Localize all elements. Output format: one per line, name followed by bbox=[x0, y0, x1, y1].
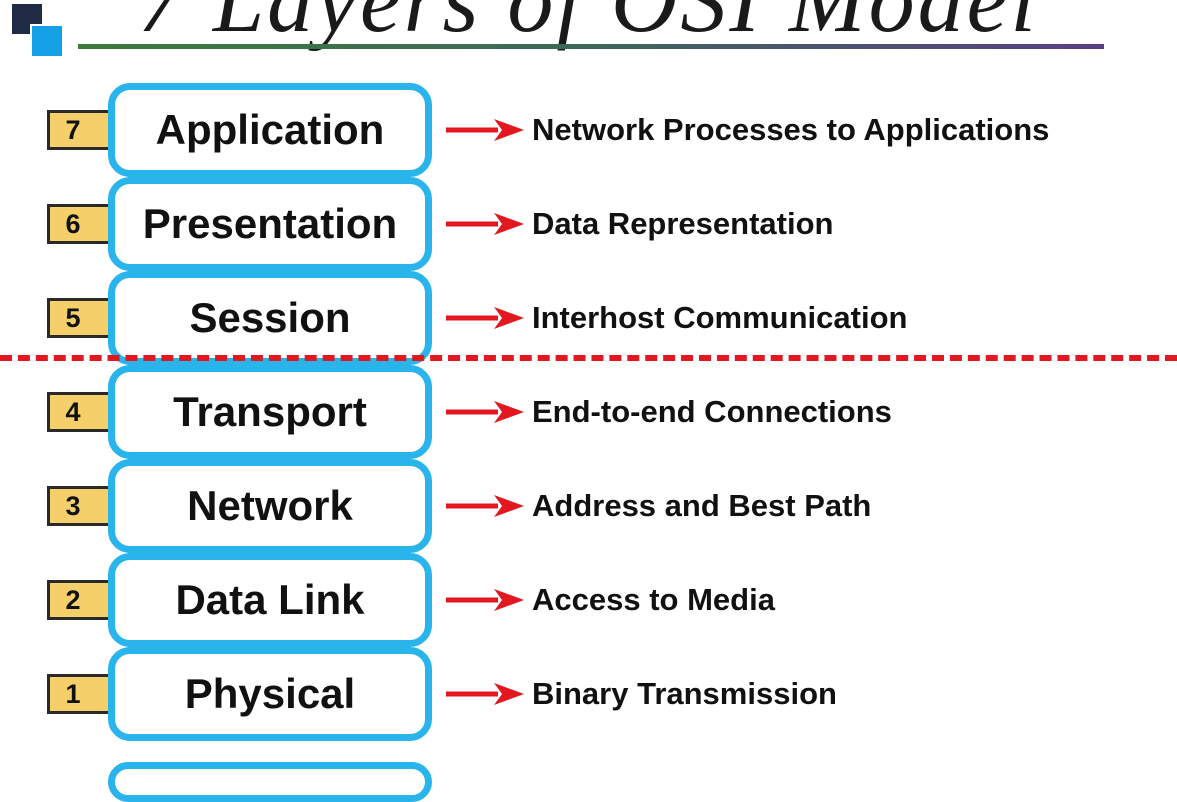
layer-row-session: 5 Session Interhost Communication bbox=[0, 271, 1177, 365]
arrow-right-icon bbox=[446, 495, 524, 517]
logo-light-square bbox=[30, 24, 64, 58]
arrow-right-icon bbox=[446, 119, 524, 141]
layer-row-physical: 1 Physical Binary Transmission bbox=[0, 647, 1177, 741]
layer-description: Binary Transmission bbox=[532, 676, 837, 711]
layer-row-application: 7 Application Network Processes to Appli… bbox=[0, 83, 1177, 177]
layer-description: Address and Best Path bbox=[532, 488, 872, 523]
layer-box-presentation: Presentation bbox=[108, 177, 432, 271]
layer-description: Interhost Communication bbox=[532, 300, 908, 335]
osi-layer-stack: 7 Application Network Processes to Appli… bbox=[0, 83, 1177, 773]
title-underline bbox=[78, 44, 1104, 49]
arrow-right-icon bbox=[446, 307, 524, 329]
layer-description: Network Processes to Applications bbox=[532, 112, 1050, 147]
layer-row-data-link: 2 Data Link Access to Media bbox=[0, 553, 1177, 647]
layer-box-network: Network bbox=[108, 459, 432, 553]
upper-lower-layers-divider bbox=[0, 355, 1177, 361]
layer-number-badge: 6 bbox=[47, 204, 119, 244]
layer-description: Data Representation bbox=[532, 206, 834, 241]
layer-row-presentation: 6 Presentation Data Representation bbox=[0, 177, 1177, 271]
layer-number-badge: 4 bbox=[47, 392, 119, 432]
layer-description: End-to-end Connections bbox=[532, 394, 892, 429]
layer-box-physical: Physical bbox=[108, 647, 432, 741]
corner-logo-icon bbox=[12, 4, 70, 62]
page-title: 7 Layers of OSI Model bbox=[137, 0, 1040, 51]
layer-box-session: Session bbox=[108, 271, 432, 365]
layer-box-data-link: Data Link bbox=[108, 553, 432, 647]
layer-box-application: Application bbox=[108, 83, 432, 177]
layer-row-transport: 4 Transport End-to-end Connections bbox=[0, 365, 1177, 459]
stack-bottom-edge bbox=[108, 762, 432, 802]
layer-number-badge: 7 bbox=[47, 110, 119, 150]
layer-box-transport: Transport bbox=[108, 365, 432, 459]
layer-number-badge: 1 bbox=[47, 674, 119, 714]
arrow-right-icon bbox=[446, 683, 524, 705]
arrow-right-icon bbox=[446, 401, 524, 423]
arrow-right-icon bbox=[446, 213, 524, 235]
layer-description: Access to Media bbox=[532, 582, 775, 617]
layer-row-network: 3 Network Address and Best Path bbox=[0, 459, 1177, 553]
arrow-right-icon bbox=[446, 589, 524, 611]
